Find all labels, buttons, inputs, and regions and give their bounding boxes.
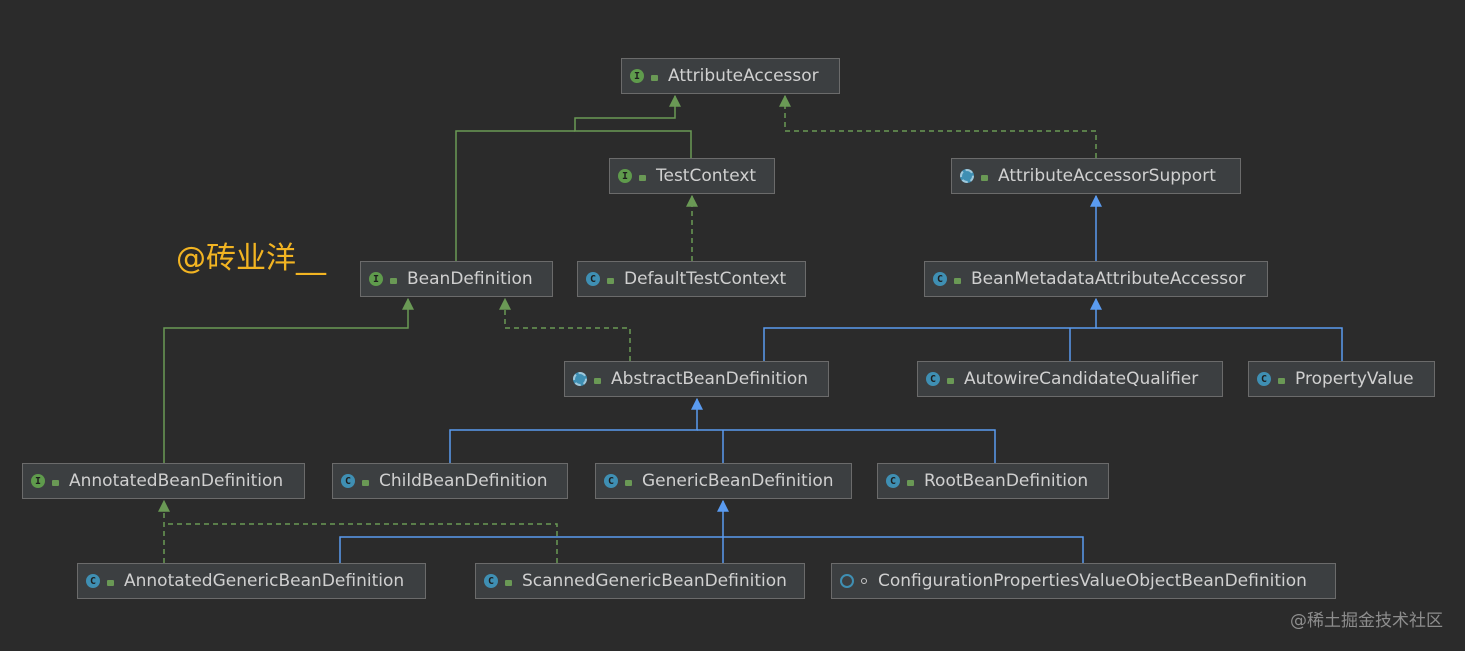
node-label: RootBeanDefinition bbox=[924, 471, 1089, 491]
public-lock-icon bbox=[904, 475, 916, 487]
site-watermark: @稀土掘金技术社区 bbox=[1290, 611, 1443, 631]
class-icon: C bbox=[933, 272, 947, 286]
node-label: DefaultTestContext bbox=[624, 269, 787, 289]
node-test-context[interactable]: I TestContext bbox=[609, 158, 775, 194]
author-watermark: @砖业洋__ bbox=[176, 241, 326, 276]
class-icon: C bbox=[886, 474, 900, 488]
public-lock-icon bbox=[49, 475, 61, 487]
node-bean-definition[interactable]: I BeanDefinition bbox=[360, 261, 553, 297]
class-icon: C bbox=[926, 372, 940, 386]
edge-abstract-bean-definition-to-bean-metadata-attribute-accessor bbox=[763, 297, 1102, 361]
node-abstract-bean-definition[interactable]: AbstractBeanDefinition bbox=[564, 361, 829, 397]
node-label: PropertyValue bbox=[1295, 369, 1414, 389]
node-property-value[interactable]: C PropertyValue bbox=[1248, 361, 1435, 397]
node-scanned-generic-bean-definition[interactable]: C ScannedGenericBeanDefinition bbox=[475, 563, 805, 599]
node-default-test-context[interactable]: C DefaultTestContext bbox=[577, 261, 806, 297]
node-annotated-generic-bean-definition[interactable]: C AnnotatedGenericBeanDefinition bbox=[77, 563, 426, 599]
node-label: BeanMetadataAttributeAccessor bbox=[971, 269, 1246, 289]
abstract-class-icon bbox=[573, 372, 587, 386]
public-lock-icon bbox=[622, 475, 634, 487]
public-lock-icon bbox=[636, 170, 648, 182]
public-lock-icon bbox=[387, 273, 399, 285]
public-lock-icon bbox=[591, 373, 603, 385]
edge-annotated-generic-bean-definition-to-generic-bean-definition bbox=[339, 499, 729, 563]
class-icon: C bbox=[1257, 372, 1271, 386]
public-lock-icon bbox=[604, 273, 616, 285]
public-lock-icon bbox=[951, 273, 963, 285]
public-lock-icon bbox=[104, 575, 116, 587]
edge-attribute-accessor-support-to-attribute-accessor bbox=[779, 94, 1097, 158]
edge-abstract-bean-definition-to-bean-definition bbox=[499, 297, 631, 361]
node-label: AttributeAccessor bbox=[668, 66, 819, 86]
public-lock-icon bbox=[359, 475, 371, 487]
edge-annotated-bean-definition-to-bean-definition bbox=[163, 297, 414, 463]
edge-configuration-properties-value-object-bean-definition-to-generic-bean-definition bbox=[723, 536, 1084, 563]
class-icon: C bbox=[484, 574, 498, 588]
interface-icon: I bbox=[618, 169, 632, 183]
interface-icon: I bbox=[630, 69, 644, 83]
node-attribute-accessor-support[interactable]: AttributeAccessorSupport bbox=[951, 158, 1241, 194]
edge-property-value-to-bean-metadata-attribute-accessor bbox=[1096, 327, 1343, 361]
public-lock-icon bbox=[502, 575, 514, 587]
edge-scanned-generic-bean-definition-to-annotated-bean-definition bbox=[164, 523, 558, 563]
interface-icon: I bbox=[31, 474, 45, 488]
edge-test-context-to-attribute-accessor bbox=[574, 94, 692, 158]
node-label: AutowireCandidateQualifier bbox=[964, 369, 1199, 389]
node-generic-bean-definition[interactable]: C GenericBeanDefinition bbox=[595, 463, 852, 499]
node-root-bean-definition[interactable]: C RootBeanDefinition bbox=[877, 463, 1109, 499]
class-icon: C bbox=[86, 574, 100, 588]
node-child-bean-definition[interactable]: C ChildBeanDefinition bbox=[332, 463, 568, 499]
class-icon bbox=[840, 574, 854, 588]
public-lock-icon bbox=[978, 170, 990, 182]
edge-bean-definition-to-attribute-accessor bbox=[455, 130, 575, 261]
edge-child-bean-definition-to-abstract-bean-definition bbox=[449, 397, 703, 463]
package-private-icon bbox=[858, 575, 870, 587]
abstract-class-icon bbox=[960, 169, 974, 183]
node-label: AnnotatedGenericBeanDefinition bbox=[124, 571, 405, 591]
node-label: ConfigurationPropertiesValueObjectBeanDe… bbox=[878, 571, 1307, 591]
node-label: GenericBeanDefinition bbox=[642, 471, 834, 491]
edge-root-bean-definition-to-abstract-bean-definition bbox=[697, 429, 996, 463]
public-lock-icon bbox=[944, 373, 956, 385]
node-autowire-candidate-qualifier[interactable]: C AutowireCandidateQualifier bbox=[917, 361, 1223, 397]
node-configuration-properties-value-object-bean-definition[interactable]: ConfigurationPropertiesValueObjectBeanDe… bbox=[831, 563, 1336, 599]
class-icon: C bbox=[604, 474, 618, 488]
node-attribute-accessor[interactable]: I AttributeAccessor bbox=[621, 58, 840, 94]
public-lock-icon bbox=[648, 70, 660, 82]
node-label: AnnotatedBeanDefinition bbox=[69, 471, 284, 491]
node-label: ScannedGenericBeanDefinition bbox=[522, 571, 787, 591]
node-bean-metadata-attribute-accessor[interactable]: C BeanMetadataAttributeAccessor bbox=[924, 261, 1268, 297]
class-icon: C bbox=[341, 474, 355, 488]
node-label: AttributeAccessorSupport bbox=[998, 166, 1216, 186]
node-label: BeanDefinition bbox=[407, 269, 533, 289]
class-icon: C bbox=[586, 272, 600, 286]
node-label: AbstractBeanDefinition bbox=[611, 369, 808, 389]
node-annotated-bean-definition[interactable]: I AnnotatedBeanDefinition bbox=[22, 463, 305, 499]
node-label: ChildBeanDefinition bbox=[379, 471, 548, 491]
interface-icon: I bbox=[369, 272, 383, 286]
public-lock-icon bbox=[1275, 373, 1287, 385]
node-label: TestContext bbox=[656, 166, 757, 186]
